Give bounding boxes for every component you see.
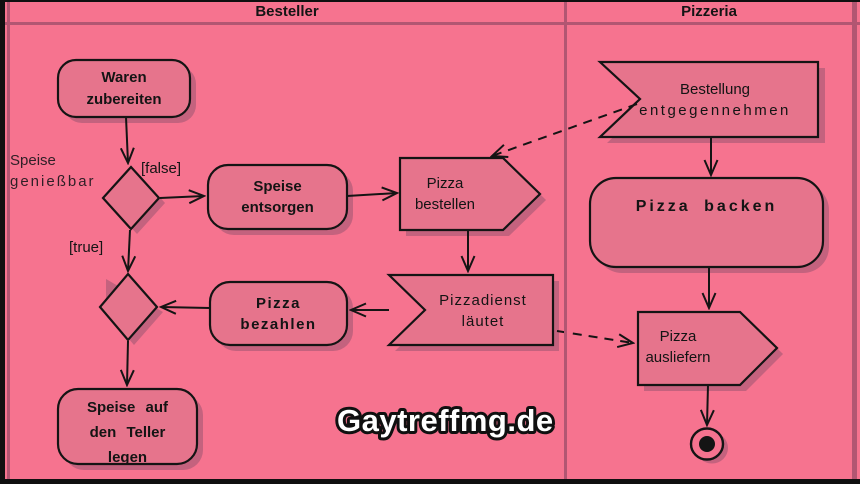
label-waren-zubereiten: Waren zubereiten (86, 69, 162, 108)
guard-condition-label: Speise genießbar (10, 151, 96, 190)
label-bestellung-entgegennehmen: Bestellung entgegennehmen (639, 80, 791, 119)
label-pizza-bezahlen: Pizza bezahlen (240, 294, 317, 333)
lane-right-border (852, 0, 857, 479)
label-pizzadienst-laeutet: Pizzadienst läutet (439, 291, 527, 330)
send-signal-pizza-bestellen (398, 156, 542, 232)
action-pizza-backen (588, 176, 825, 269)
receive-signal-pizzadienst-laeutet (386, 273, 555, 347)
guard-true-label: [true] (69, 239, 104, 257)
outer-border-left (0, 0, 5, 484)
action-speise-auf-teller-legen (56, 387, 199, 466)
guard-false-label: [false] (141, 160, 182, 178)
lane-header-separator (0, 22, 860, 25)
label-speise-auf-teller-legen: Speise auf den Teller legen (86, 398, 169, 466)
lane-left-border (7, 0, 10, 479)
outer-border-top (0, 0, 860, 2)
label-speise-entsorgen: Speise entsorgen (241, 177, 314, 216)
lane-title-pizzeria: Pizzeria (681, 2, 737, 20)
lane-title-besteller: Besteller (255, 2, 319, 20)
label-pizza-ausliefern: Pizza ausliefern (645, 327, 711, 366)
send-signal-pizza-ausliefern (636, 310, 779, 387)
flow-arrows (126, 103, 711, 425)
watermark-text: Gaytreffmg.de (337, 403, 554, 438)
action-waren-zubereiten (56, 58, 192, 119)
receive-signal-bestellung-entgegennehmen (597, 60, 820, 139)
outer-border-bottom (0, 479, 860, 484)
action-speise-entsorgen (206, 163, 349, 231)
merge-diamond (98, 272, 159, 342)
final-node-icon (689, 427, 725, 461)
label-pizza-bestellen: Pizza bestellen (414, 174, 476, 213)
label-pizza-backen: Pizza backen (635, 197, 778, 215)
decision-speise-geniessbar (101, 165, 161, 231)
lane-divider (564, 0, 567, 479)
action-pizza-bezahlen (208, 280, 349, 347)
